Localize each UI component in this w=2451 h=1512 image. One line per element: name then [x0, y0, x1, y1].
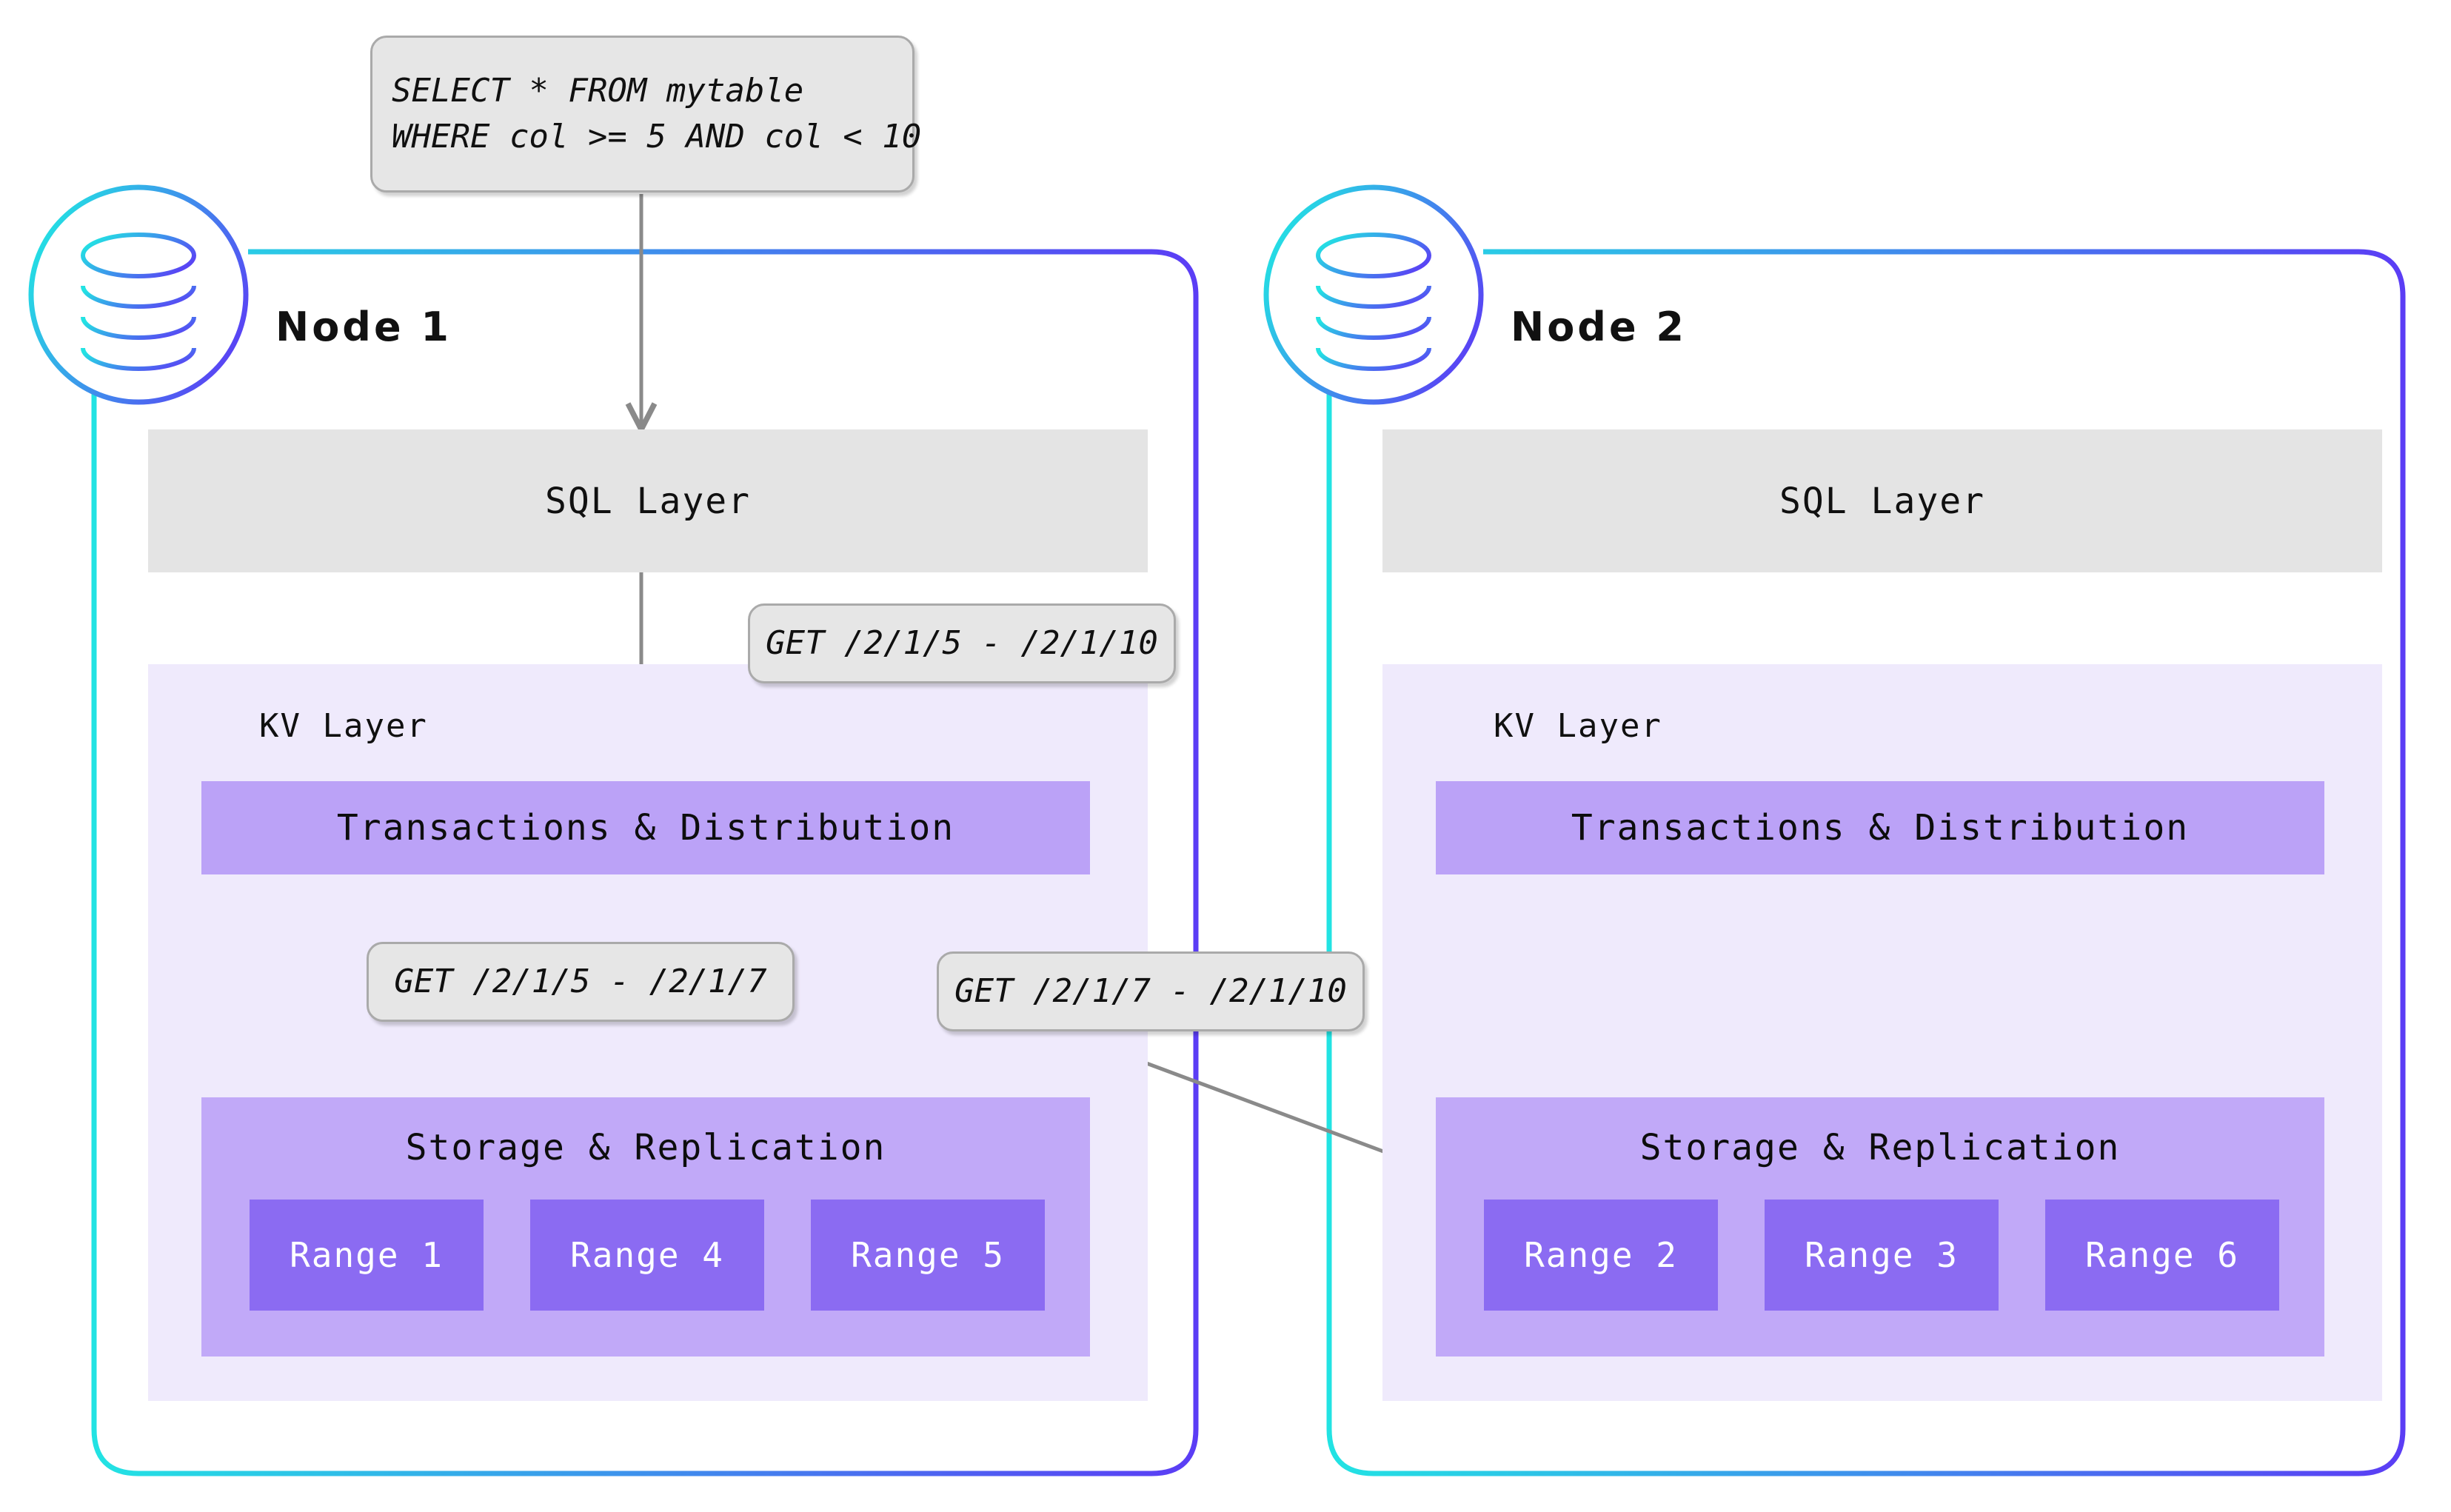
node-1-kv-layer-label: KV Layer — [259, 707, 428, 745]
node-2-sql-layer-label: SQL Layer — [1779, 480, 1986, 522]
node-1-circle — [28, 184, 249, 405]
node-1-range-label-2: Range 5 — [851, 1235, 1005, 1275]
node-1-range-label-1: Range 4 — [570, 1235, 724, 1275]
database-icon — [1316, 233, 1431, 371]
get-callout-sql-to-kv-text: GET /2/1/5 - /2/1/10 — [766, 623, 1158, 662]
get-callout-local-range: GET /2/1/5 - /2/1/7 — [367, 942, 795, 1022]
node-2-title: Node 2 — [1511, 304, 1687, 350]
sql-query-text: SELECT * FROM mytable WHERE col >= 5 AND… — [392, 71, 922, 155]
sql-query-callout: SELECT * FROM mytable WHERE col >= 5 AND… — [370, 36, 921, 193]
node-2-storage-label: Storage & Replication — [1639, 1127, 2121, 1168]
node-2-transactions-label: Transactions & Distribution — [1571, 807, 2190, 849]
node-2-sql-layer: SQL Layer — [1382, 429, 2382, 572]
get-callout-remote-range: GET /2/1/7 - /2/1/10 — [937, 951, 1365, 1031]
get-callout-remote-range-text: GET /2/1/7 - /2/1/10 — [954, 971, 1347, 1010]
node-1-range-label-0: Range 1 — [290, 1235, 444, 1275]
database-icon — [81, 233, 196, 371]
node-1-sql-layer: SQL Layer — [148, 429, 1148, 572]
node-2-range-box-0: Range 2 — [1484, 1200, 1718, 1311]
node-2-range-label-0: Range 2 — [1524, 1235, 1678, 1275]
node-2-transactions-box: Transactions & Distribution — [1436, 781, 2324, 874]
node-1-sql-layer-label: SQL Layer — [544, 480, 752, 522]
node-2-circle — [1263, 184, 1484, 405]
node-2-range-box-2: Range 6 — [2045, 1200, 2279, 1311]
node-1-range-box-2: Range 5 — [811, 1200, 1045, 1311]
node-1-range-box-0: Range 1 — [250, 1200, 484, 1311]
node-1-range-box-1: Range 4 — [530, 1200, 764, 1311]
node-2-kv-layer-label: KV Layer — [1494, 707, 1662, 745]
node-1-storage-label: Storage & Replication — [405, 1127, 886, 1168]
node-2-range-box-1: Range 3 — [1765, 1200, 1999, 1311]
get-callout-local-range-text: GET /2/1/5 - /2/1/7 — [394, 962, 767, 1000]
get-callout-sql-to-kv: GET /2/1/5 - /2/1/10 — [748, 603, 1176, 683]
node-1-transactions-label: Transactions & Distribution — [336, 807, 955, 849]
node-1-title: Node 1 — [275, 304, 452, 350]
node-2-range-label-1: Range 3 — [1805, 1235, 1959, 1275]
node-2-range-label-2: Range 6 — [2085, 1235, 2239, 1275]
node-1-transactions-box: Transactions & Distribution — [201, 781, 1090, 874]
